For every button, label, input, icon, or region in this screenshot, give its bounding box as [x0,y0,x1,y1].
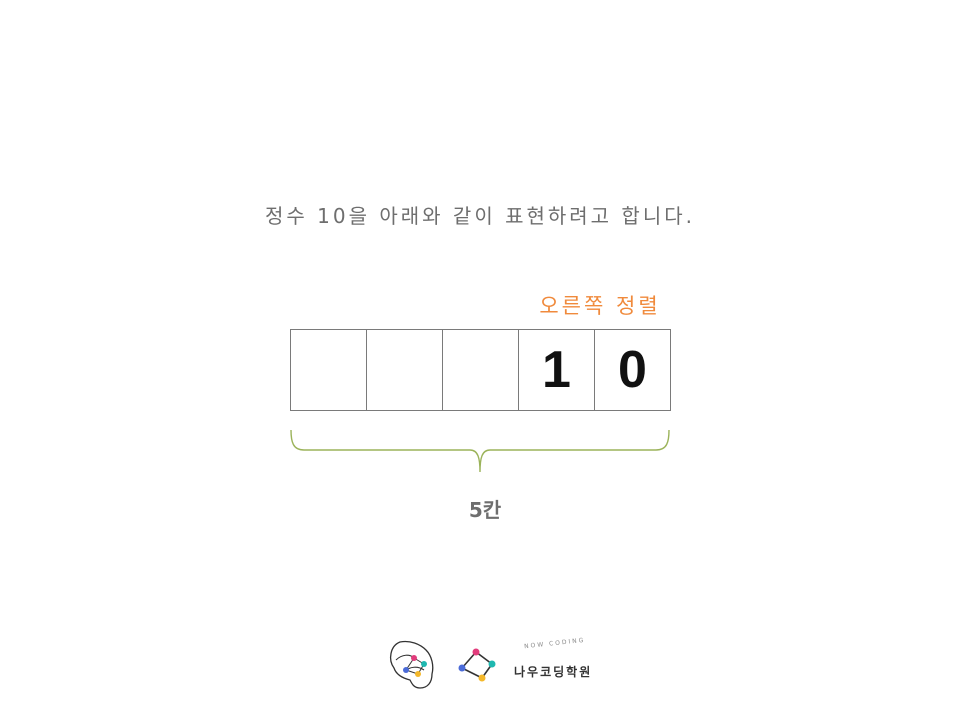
network-logo-icon [458,648,496,682]
curly-brace-icon [290,429,670,473]
footer-logos: NOW CODING 나우코딩학원 [386,636,606,692]
span-label: 5칸 [468,498,502,522]
cell-2 [367,329,443,411]
cell-1 [291,329,367,411]
brand-tagline: NOW CODING [523,636,586,651]
headline: 정수 10을 아래와 같이 표현하려고 합니다. [265,204,695,228]
alignment-label: 오른쪽 정렬 [539,294,661,318]
cell-3 [443,329,519,411]
cell-row: 1 0 [290,329,671,411]
brain-logo-icon [389,640,434,689]
brand-name: 나우코딩학원 [514,665,593,679]
cell-5: 0 [595,329,671,411]
cell-4: 1 [519,329,595,411]
